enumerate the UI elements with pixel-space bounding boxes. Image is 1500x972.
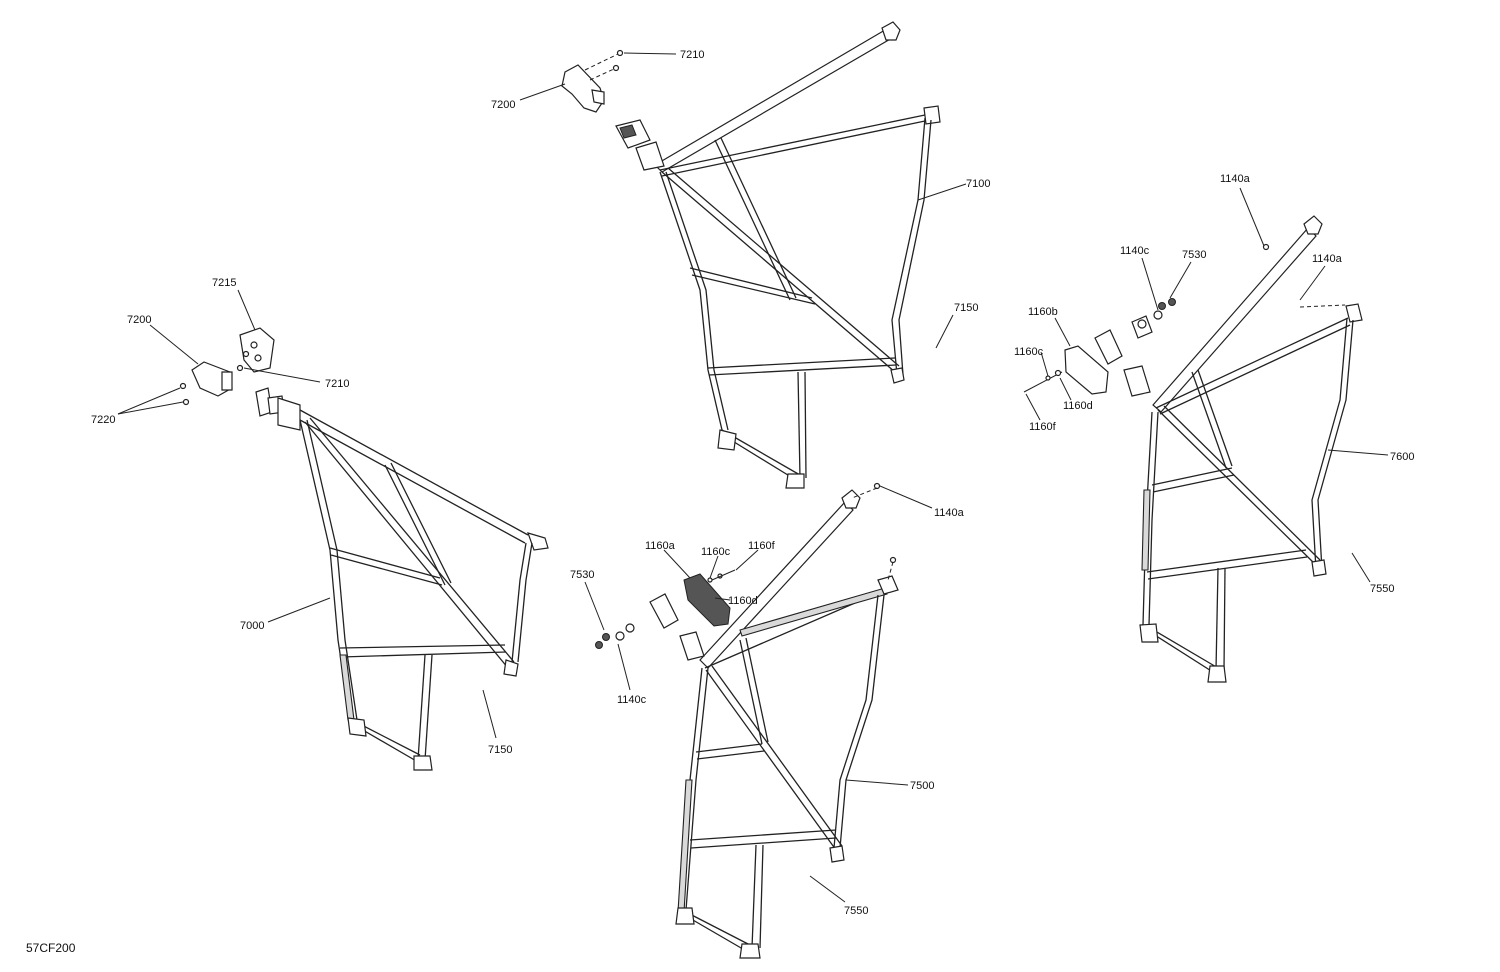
callout-7500: 7500 <box>910 780 934 792</box>
diagram-code: 57CF200 <box>26 941 76 955</box>
callout-labels: 7210 7200 7100 7150 7215 7200 7210 7220 … <box>91 49 1414 917</box>
callout-1160d-right: 1160d <box>1063 400 1093 412</box>
callout-7100: 7100 <box>966 178 990 190</box>
callout-7220: 7220 <box>91 414 115 426</box>
callout-7530-center: 7530 <box>570 569 594 581</box>
callout-1160c-center: 1160c <box>701 546 731 558</box>
callout-1140a-right-top: 1140a <box>1220 173 1251 185</box>
callout-1160a: 1160a <box>645 540 676 552</box>
callout-1140c-right: 1140c <box>1120 245 1150 257</box>
net-7000 <box>255 387 549 771</box>
callout-1140c-center: 1140c <box>617 694 647 706</box>
callout-1160d-center: 1160d <box>728 595 758 607</box>
callout-7200-left: 7200 <box>127 314 151 326</box>
callout-7550-right: 7550 <box>1370 583 1394 595</box>
callout-1160f-right: 1160f <box>1029 421 1057 433</box>
callout-7215: 7215 <box>212 277 236 289</box>
handle-1160a-center <box>595 482 897 649</box>
callout-1140a-right-mid: 1140a <box>1312 253 1343 265</box>
callout-7550-center: 7550 <box>844 905 868 917</box>
callout-1160f-center: 1160f <box>748 540 776 552</box>
callout-1160b: 1160b <box>1028 306 1058 318</box>
net-7600 <box>1094 215 1363 683</box>
leader-lines <box>117 52 1389 903</box>
callout-7530-right: 7530 <box>1182 249 1206 261</box>
bracket-7200-left <box>179 327 275 406</box>
bracket-7200-top <box>561 49 624 113</box>
callout-7210-top: 7210 <box>680 49 704 61</box>
callout-7150-left: 7150 <box>488 744 512 756</box>
net-7500 <box>649 489 899 959</box>
handle-1160-right <box>1023 243 1346 395</box>
callout-7210-left: 7210 <box>325 378 349 390</box>
callout-7150-top: 7150 <box>954 302 978 314</box>
net-7100 <box>615 21 941 489</box>
callout-7000: 7000 <box>240 620 264 632</box>
callout-7200-top: 7200 <box>491 99 515 111</box>
callout-1160c-right: 1160c <box>1014 346 1044 358</box>
callout-7600: 7600 <box>1390 451 1414 463</box>
callout-1140a-center: 1140a <box>934 507 965 519</box>
